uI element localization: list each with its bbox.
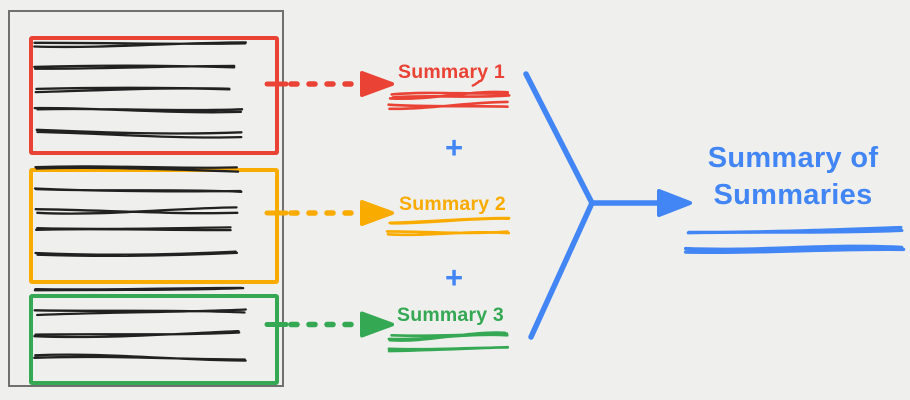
scribble-line	[388, 90, 511, 101]
arrowhead-icon	[360, 200, 394, 226]
dashed-arrow-1-icon	[264, 71, 394, 97]
summary-1-underline	[387, 90, 511, 111]
summary-2-underline	[385, 216, 511, 237]
scribble-line	[387, 345, 510, 353]
arrowhead-icon	[360, 311, 394, 338]
summary-3-label: Summary 3	[397, 304, 504, 326]
final-summary-underline	[684, 225, 906, 255]
document-section-1	[29, 36, 279, 155]
dashed-arrow-3-icon	[264, 311, 394, 338]
summary-2-label: Summary 2	[399, 193, 506, 215]
summary-1-label: Summary 1	[398, 61, 505, 83]
final-summary-title: Summary of Summaries	[707, 142, 879, 211]
scribble-line	[388, 216, 511, 225]
merge-upper-branch	[523, 71, 595, 206]
document-section-3	[29, 294, 279, 385]
document-section-2	[29, 168, 279, 284]
plus-operator-2: +	[444, 260, 464, 295]
scribble-line	[385, 230, 511, 237]
merge-lower-branch	[528, 200, 595, 340]
scribble-line	[387, 100, 509, 111]
plus-operator-1: +	[444, 130, 464, 165]
source-document	[8, 10, 284, 387]
scribble-line	[684, 244, 906, 255]
dashed-arrow-2-icon	[264, 200, 394, 226]
scribble-line	[387, 331, 509, 342]
merge-arrow-icon	[523, 71, 692, 340]
summary-3-underline	[387, 331, 510, 353]
scribble-line	[686, 225, 904, 235]
arrowhead-icon	[360, 71, 394, 97]
